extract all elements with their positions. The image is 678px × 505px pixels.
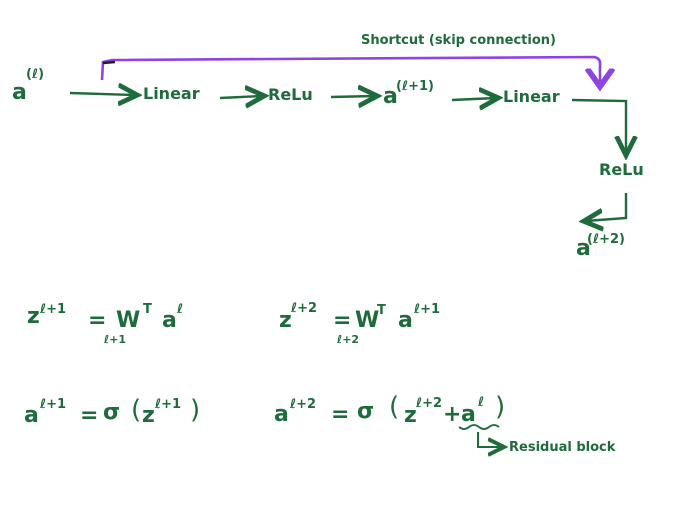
eq2-equals: = (333, 308, 352, 333)
eq1-weight-sup: T (143, 302, 152, 317)
residual-pointer (477, 432, 502, 447)
eq3-close-paren: ) (190, 395, 201, 425)
mid-activation-sup: (ℓ+1) (396, 79, 434, 94)
eq4-activation: a (274, 402, 289, 427)
eq4-plus: + (443, 402, 462, 427)
eq3-activation: a (24, 403, 39, 428)
eq1-activation: a (162, 308, 177, 333)
relu-1: ReLu (268, 85, 313, 104)
output-activation: a (576, 236, 591, 261)
input-activation: a (12, 80, 27, 105)
arrow-linear-to-relu (219, 96, 262, 98)
input-activation-sup: (ℓ) (26, 67, 45, 82)
eq4-z-sup: ℓ+2 (416, 396, 443, 411)
eq2-weight-sup: T (377, 303, 386, 318)
residual-block-label: Residual block (509, 440, 616, 455)
eq1-weight: W (116, 308, 141, 333)
eq4-close-paren: ) (495, 392, 506, 422)
eq3-z: z (142, 403, 155, 428)
eq2-weight: W (355, 308, 380, 333)
arrow-linear-to-relu-down (571, 98, 626, 153)
eq1-z: z (27, 304, 40, 329)
eq2-activation: a (398, 308, 413, 333)
eq3-sigma: σ (103, 400, 121, 425)
eq4-residual-activation: a (461, 402, 476, 427)
eq4-residual-activation-sup: ℓ (478, 395, 485, 410)
arrow-activation-to-linear (451, 98, 496, 100)
eq4-equals: = (331, 402, 350, 427)
eq2-weight-sub: ℓ+2 (337, 333, 360, 346)
arrow-relu-to-activation (330, 96, 375, 97)
eq4-activation-sup: ℓ+2 (290, 397, 317, 412)
shortcut-label: Shortcut (skip connection) (361, 33, 556, 48)
eq3-equals: = (80, 403, 99, 428)
eq3-z-sup: ℓ+1 (155, 397, 182, 412)
shortcut-connection (100, 55, 600, 84)
eq4-sigma: σ (357, 399, 375, 424)
eq2-z-sup: ℓ+2 (291, 301, 318, 316)
eq1-z-sup: ℓ+1 (40, 302, 67, 317)
eq2-activation-sup: ℓ+1 (414, 302, 441, 317)
linear-layer-2: Linear (503, 87, 560, 106)
eq3-activation-sup: ℓ+1 (40, 397, 67, 412)
eq4-open-paren: ( (389, 392, 400, 422)
residual-squiggle (458, 424, 500, 430)
arrow-input-to-linear (69, 93, 135, 95)
eq1-equals: = (88, 308, 107, 333)
shortcut-tick (102, 60, 116, 65)
eq1-weight-sub: ℓ+1 (104, 333, 127, 346)
output-activation-sup: (ℓ+2) (587, 232, 625, 247)
eq2-z: z (279, 308, 292, 333)
arrow-relu-to-output (586, 193, 628, 221)
relu-2: ReLu (599, 160, 644, 179)
eq1-activation-sup: ℓ (177, 302, 184, 317)
linear-layer-1: Linear (143, 84, 200, 103)
eq4-z: z (404, 403, 417, 428)
eq3-open-paren: ( (131, 395, 142, 425)
mid-activation: a (383, 84, 398, 109)
